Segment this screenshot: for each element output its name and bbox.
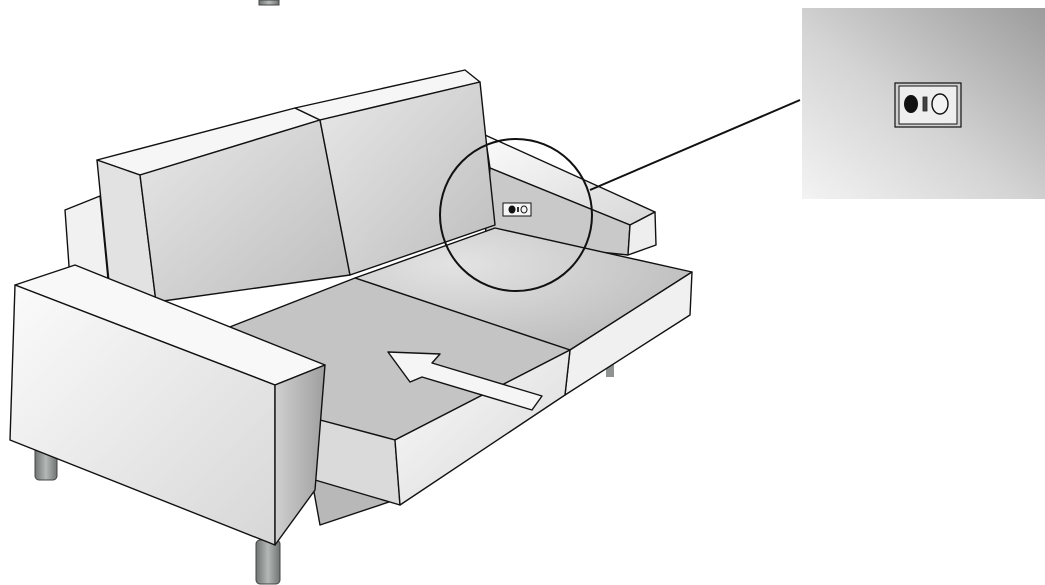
push-direction-arrow <box>387 351 543 411</box>
zoom-inset <box>802 8 1045 199</box>
power-icon <box>904 95 918 113</box>
callout-circle <box>439 99 801 292</box>
left-armrest <box>9 264 326 546</box>
armrest-button-panel <box>502 202 532 217</box>
back-cushions <box>96 69 496 303</box>
round-button-icon <box>931 93 949 115</box>
zoomed-button-panel <box>894 82 962 128</box>
top-leg-fragment <box>258 0 280 6</box>
